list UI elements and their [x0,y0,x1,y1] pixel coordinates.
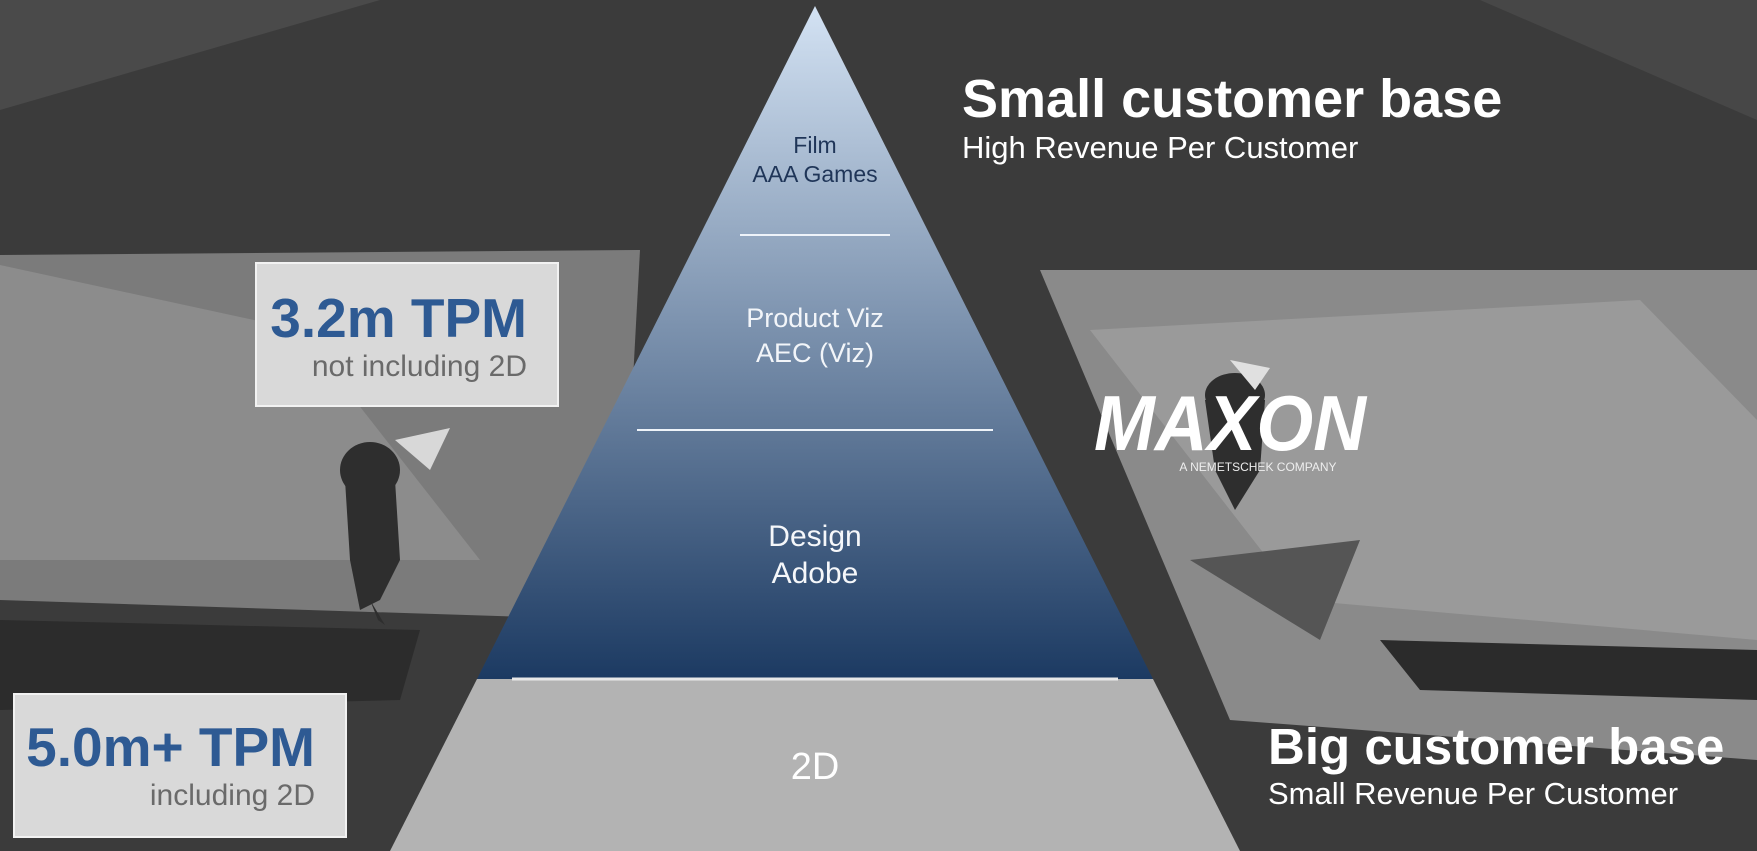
pyramid-upper-tiers [477,6,1153,679]
headline-title: Big customer base [1268,718,1725,775]
background-shard [0,620,420,710]
pyramid-base-tier [390,679,1240,851]
headline-subtitle: High Revenue Per Customer [962,130,1359,165]
background-shard [0,0,380,110]
background-shard [1380,640,1757,700]
maxon-logo: MAXON A NEMETSCHEK COMPANY [1094,380,1368,474]
stat-value: 3.2m TPM [270,287,527,349]
stat-value: 5.0m+ TPM [26,716,315,778]
background-shard [1190,540,1360,640]
bottom-headline: Big customer base Small Revenue Per Cust… [1268,718,1724,812]
logo-wordmark: MAXON [1094,380,1368,467]
tier-label-2d: 2D [790,746,840,788]
headline-title: Small customer base [962,69,1503,129]
headline-subtitle: Small Revenue Per Customer [1268,776,1679,811]
background-shard [1480,0,1757,120]
astronaut-figure-left [340,428,450,625]
stat-note: not including 2D [311,350,527,383]
tier-label-design-adobe: Design Adobe [768,520,862,590]
astronaut-figure-right [1205,360,1270,510]
tier-label-film-aaa-games: Film AAA Games [752,132,878,187]
stat-note: including 2D [149,779,315,812]
stat-box-including-2d: 5.0m+ TPM including 2D [13,693,347,838]
stat-box-excluding-2d: 3.2m TPM not including 2D [255,262,559,407]
tier-label-product-viz-aec: Product Viz AEC (Viz) [746,303,884,368]
logo-tagline: A NEMETSCHEK COMPANY [1179,460,1336,474]
top-headline: Small customer base High Revenue Per Cus… [962,68,1502,166]
